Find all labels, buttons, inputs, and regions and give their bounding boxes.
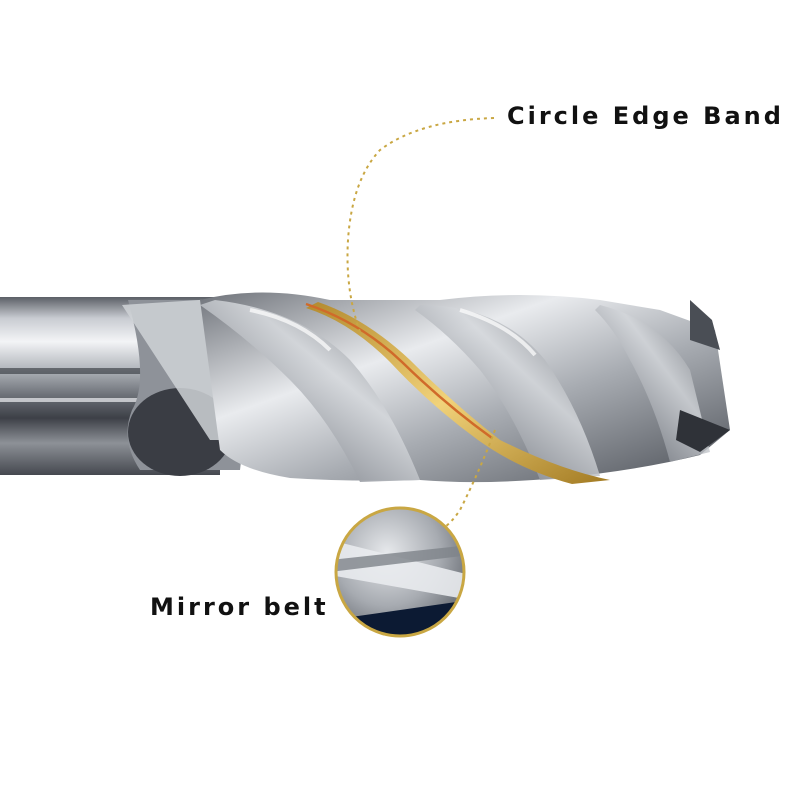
circle-edge-band [305, 302, 610, 484]
circle-edge-leader [346, 117, 496, 333]
circle-edge-band-label: Circle Edge Band [507, 102, 784, 130]
mirror-belt-label: Mirror belt [150, 593, 329, 621]
tool-flutes [200, 292, 730, 483]
mirror-belt-leader [439, 429, 496, 531]
mirror-belt-magnifier [334, 506, 466, 638]
